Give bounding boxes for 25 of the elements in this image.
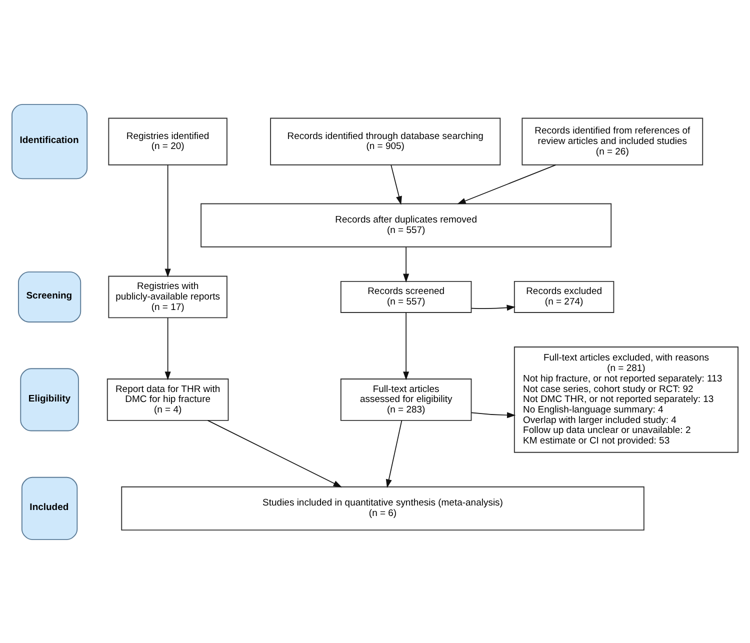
node-box: Records identified from references of review articles and included studies (n = 26): [522, 117, 704, 165]
node-box: Records excluded (n = 274): [514, 280, 614, 312]
node-box: Records after duplicates removed (n = 557): [200, 202, 612, 247]
node-box: Registries with publicly-available reports (n = 17): [108, 275, 228, 318]
node-box: Full-text articles excluded, with reasons (n = 281) Not hip fracture, or not reported separately: 113 Not case series, cohort study or RCT: 92 Not DMC THR, or not reported separately: 13 No English-language summary: 4 Overlap with larger included study: 4 Follow up data unclear or unavailable: 2 KM estimate or CI not provided: 53: [514, 346, 738, 452]
arrow: [164, 316, 171, 380]
node-box: Records identified through database searching (n = 905): [270, 117, 501, 165]
node-box: Identification: [12, 103, 88, 179]
node-box: Report data for THR with DMC for hip fracture (n = 4): [106, 378, 229, 420]
arrow: [164, 164, 171, 277]
arrow: [403, 246, 410, 282]
node-box: Full-text articles assessed for eligibility (n = 283): [340, 378, 472, 420]
node-box: Screening: [18, 270, 82, 322]
arrow: [390, 164, 402, 204]
node-box: Records screened (n = 557): [340, 280, 472, 312]
arrow: [207, 420, 342, 487]
node-box: Included: [21, 476, 78, 540]
arrow: [457, 164, 556, 204]
node-box: Studies included in quantitative synthesis (meta-analysis) (n = 6): [121, 486, 644, 530]
arrow: [386, 420, 402, 488]
node-box: Eligibility: [20, 368, 79, 431]
arrow: [403, 312, 410, 380]
arrow: [471, 304, 516, 310]
node-box: Registries identified (n = 20): [108, 117, 228, 165]
arrow: [471, 412, 516, 418]
